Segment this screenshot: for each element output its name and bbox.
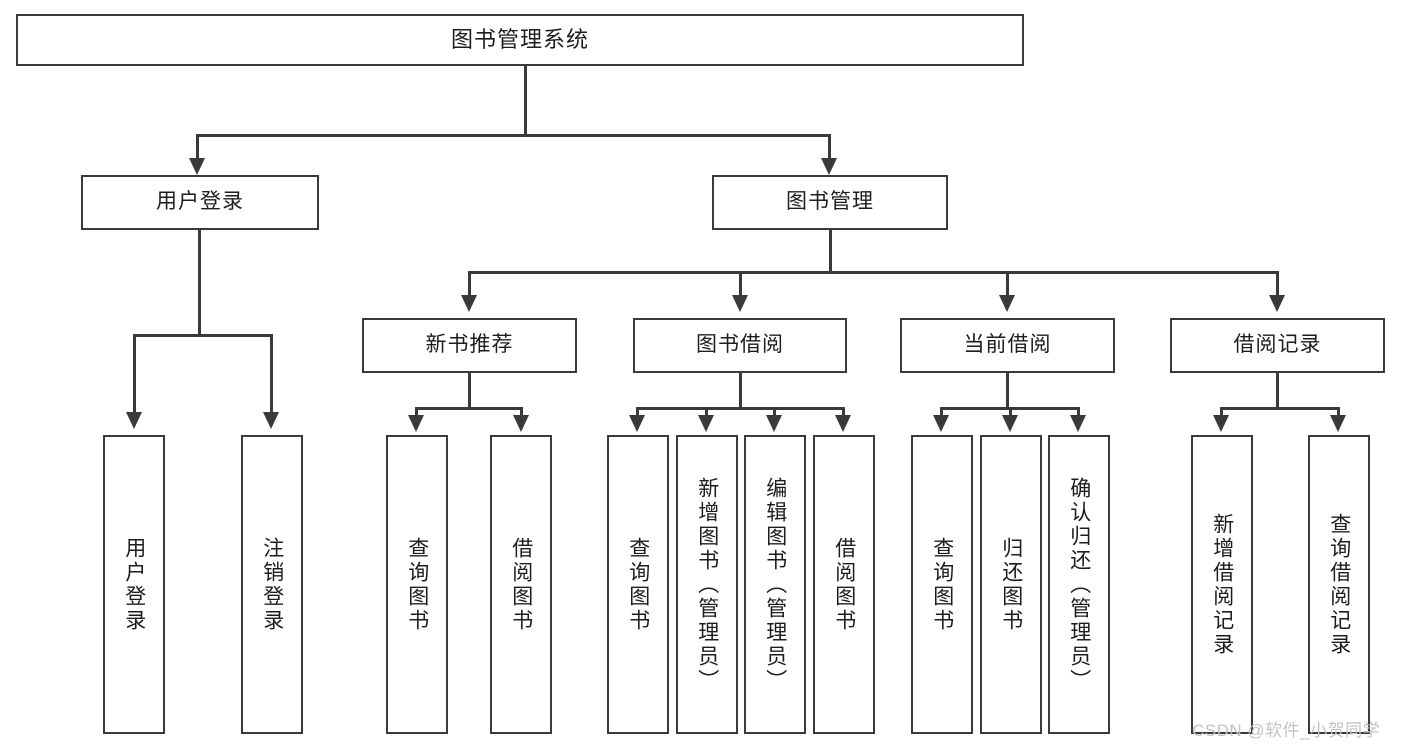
arrowhead-leaf-borrow-book-1: [513, 415, 529, 432]
edge-to-current-borrow: [1006, 271, 1009, 299]
node-label: 确认归还（管理员）: [1067, 476, 1091, 693]
edge-root-stem: [524, 66, 527, 136]
edge-to-leaf-add-record: [1220, 407, 1223, 419]
node-current-borrow[interactable]: 当前借阅: [900, 318, 1115, 373]
node-label: 用户登录: [156, 190, 244, 214]
arrowhead-leaf-add-record: [1213, 415, 1229, 432]
edge-book-management-stem: [829, 230, 832, 274]
arrowhead-leaf-query-record: [1330, 415, 1346, 432]
node-label: 用户登录: [122, 536, 146, 633]
edge-to-leaf-query-record: [1337, 407, 1340, 419]
edge-to-leaf-query-book-2: [636, 407, 639, 419]
arrowhead-leaf-return-book: [1002, 415, 1018, 432]
node-label: 查询图书: [405, 536, 429, 633]
edge-to-book-borrow: [739, 271, 742, 299]
node-root-book-management-system[interactable]: 图书管理系统: [16, 14, 1024, 66]
arrowhead-leaf-logout: [263, 412, 279, 429]
node-label: 借阅记录: [1233, 333, 1322, 357]
arrowhead-user-login: [189, 158, 205, 175]
node-label: 当前借阅: [963, 333, 1052, 357]
arrowhead-borrow-record: [1269, 295, 1285, 312]
node-label: 借阅图书: [509, 536, 533, 633]
edge-user-login-stem: [198, 230, 201, 336]
edge-to-leaf-borrow-book-2: [842, 407, 845, 419]
node-leaf-query-book-3[interactable]: 查询图书: [911, 435, 973, 734]
node-label: 查询图书: [930, 536, 954, 633]
edge-borrow-record-stem: [1276, 373, 1279, 410]
edge-root-to-book-management: [828, 134, 831, 162]
node-label: 注销登录: [260, 536, 284, 633]
edge-root-bus: [196, 134, 831, 137]
edge-current-borrow-stem: [1006, 373, 1009, 410]
arrowhead-leaf-query-book-1: [408, 415, 424, 432]
node-leaf-borrow-book-1[interactable]: 借阅图书: [490, 435, 552, 734]
node-leaf-return-book[interactable]: 归还图书: [980, 435, 1042, 734]
node-book-management[interactable]: 图书管理: [712, 175, 948, 230]
edge-to-leaf-add-book: [705, 407, 708, 419]
node-label: 借阅图书: [832, 536, 856, 633]
node-leaf-borrow-book-2[interactable]: 借阅图书: [813, 435, 875, 734]
node-book-borrow[interactable]: 图书借阅: [633, 318, 847, 373]
node-label: 归还图书: [999, 536, 1023, 633]
node-leaf-add-book[interactable]: 新增图书（管理员）: [676, 435, 738, 734]
edge-book-borrow-stem: [739, 373, 742, 410]
edge-to-leaf-query-book-3: [940, 407, 943, 419]
edge-to-leaf-return-book: [1009, 407, 1012, 419]
edge-root-to-user-login: [196, 134, 199, 162]
node-label: 查询图书: [626, 536, 650, 633]
node-label: 查询借阅记录: [1327, 512, 1351, 657]
node-leaf-add-record[interactable]: 新增借阅记录: [1191, 435, 1253, 734]
arrowhead-book-borrow: [732, 295, 748, 312]
node-leaf-user-login[interactable]: 用户登录: [103, 435, 165, 734]
node-label: 图书管理系统: [450, 27, 589, 53]
node-label: 新增借阅记录: [1210, 512, 1234, 657]
arrowhead-leaf-add-book: [698, 415, 714, 432]
edge-user-login-bus: [133, 334, 273, 337]
edge-book-management-bus: [468, 271, 1279, 274]
node-leaf-query-record[interactable]: 查询借阅记录: [1308, 435, 1370, 734]
edge-to-leaf-confirm-return: [1077, 407, 1080, 419]
edge-to-borrow-record: [1276, 271, 1279, 299]
arrowhead-leaf-query-book-3: [933, 415, 949, 432]
node-label: 图书借阅: [696, 333, 784, 357]
arrowhead-new-book-recommend: [461, 295, 477, 312]
arrowhead-leaf-confirm-return: [1070, 415, 1086, 432]
node-leaf-edit-book[interactable]: 编辑图书（管理员）: [744, 435, 806, 734]
edge-to-leaf-borrow-book-1: [520, 407, 523, 419]
edge-to-new-book-recommend: [468, 271, 471, 299]
arrowhead-current-borrow: [999, 295, 1015, 312]
node-leaf-query-book-1[interactable]: 查询图书: [386, 435, 448, 734]
node-label: 图书管理: [786, 190, 874, 214]
edge-borrow-record-bus: [1220, 407, 1340, 410]
edge-to-leaf-user-login: [133, 334, 136, 416]
node-new-book-recommend[interactable]: 新书推荐: [362, 318, 577, 373]
arrowhead-leaf-query-book-2: [629, 415, 645, 432]
edge-book-borrow-bus: [636, 407, 845, 410]
arrowhead-book-management: [821, 158, 837, 175]
node-leaf-query-book-2[interactable]: 查询图书: [607, 435, 669, 734]
node-label: 编辑图书（管理员）: [763, 476, 787, 693]
node-leaf-confirm-return[interactable]: 确认归还（管理员）: [1048, 435, 1110, 734]
arrowhead-leaf-user-login: [126, 412, 142, 429]
node-label: 新增图书（管理员）: [695, 476, 719, 693]
edge-new-book-recommend-stem: [468, 373, 471, 410]
edge-to-leaf-edit-book: [773, 407, 776, 419]
edge-to-leaf-query-book-1: [415, 407, 418, 419]
edge-to-leaf-logout: [270, 334, 273, 416]
arrowhead-leaf-edit-book: [766, 415, 782, 432]
node-user-login[interactable]: 用户登录: [81, 175, 319, 230]
node-borrow-record[interactable]: 借阅记录: [1170, 318, 1385, 373]
watermark-label: CSDN @软件_小贺同学: [1192, 721, 1381, 740]
arrowhead-leaf-borrow-book-2: [835, 415, 851, 432]
node-leaf-logout[interactable]: 注销登录: [241, 435, 303, 734]
edge-new-book-recommend-bus: [415, 407, 523, 410]
node-label: 新书推荐: [425, 333, 514, 357]
